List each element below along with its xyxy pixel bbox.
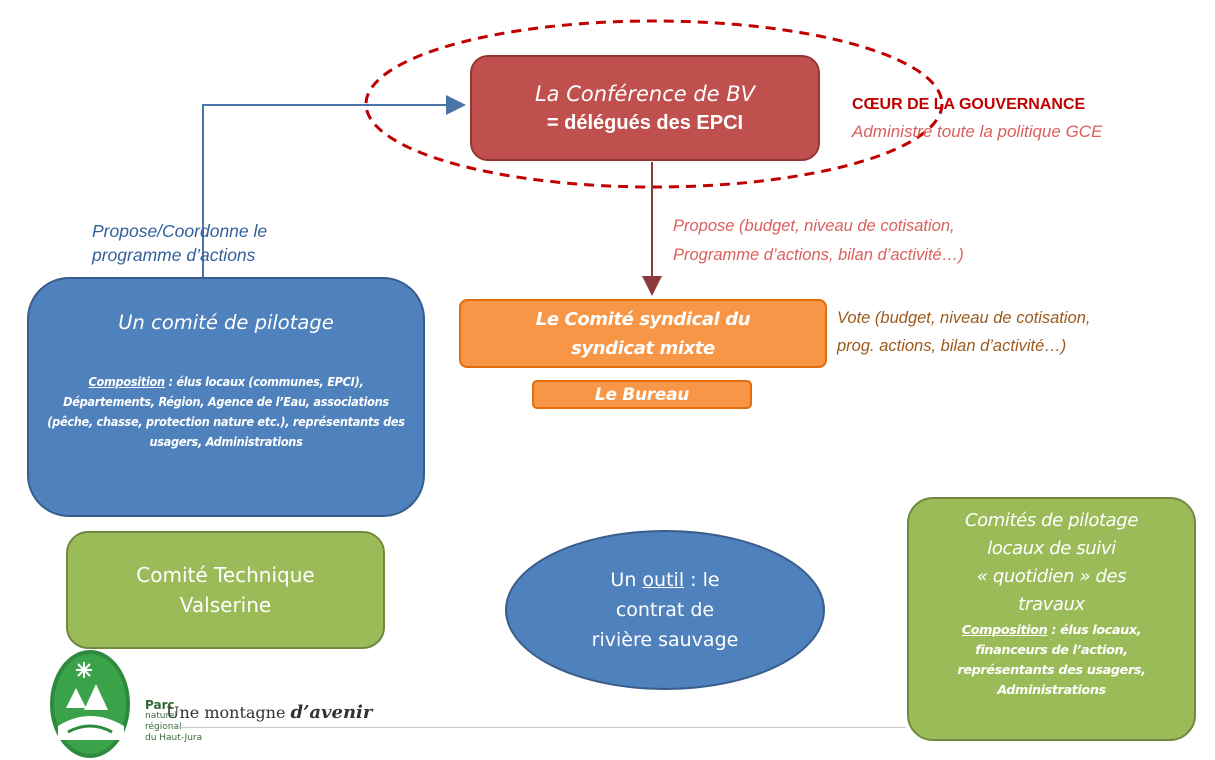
- comite-syndical-line1: Le Comité syndical du: [535, 308, 751, 330]
- comite-technique-line2: Valserine: [179, 593, 272, 617]
- comites-locaux-comp-line2: financeurs de l’action,: [975, 643, 1128, 658]
- tagline: Une montagne d’avenir: [166, 702, 372, 723]
- composition-text: : élus locaux (communes, EPCI), Départem…: [47, 374, 405, 449]
- comites-locaux-comp-line1: Composition : élus locaux,: [957, 621, 1145, 641]
- outil-suffix: : le: [684, 569, 720, 591]
- propose-budget-line1: Propose (budget, niveau de cotisation,: [673, 217, 955, 235]
- propose-budget-label: Propose (budget, niveau de cotisation, P…: [673, 212, 964, 270]
- conference-subtitle: = délégués des EPCI: [546, 111, 744, 134]
- propose-coordonne-line2: programme d’actions: [92, 245, 256, 265]
- comite-technique-line1: Comité Technique: [136, 563, 315, 587]
- parc-naturel-text: Parc naturel régional du Haut-Jura: [145, 698, 203, 744]
- parc-line4: du Haut-Jura: [145, 733, 203, 743]
- conference-title: La Conférence de BV: [534, 81, 756, 106]
- comites-locaux-box: Comités de pilotage locaux de suivi « qu…: [907, 497, 1196, 741]
- outil-line2: contrat de: [615, 599, 715, 621]
- vote-line2: prog. actions, bilan d’activité…): [837, 337, 1067, 355]
- comites-locaux-line1: Comités de pilotage: [965, 510, 1138, 531]
- locaux-composition-rest: : élus locaux,: [1047, 623, 1142, 638]
- coordination-arrow: [202, 95, 466, 277]
- comite-technique-box: Comité Technique Valserine: [66, 531, 385, 649]
- outil-line3: rivière sauvage: [591, 629, 739, 651]
- bureau-label: Le Bureau: [594, 384, 690, 405]
- coeur-gouvernance-title: CŒUR DE LA GOUVERNANCE: [852, 96, 1086, 113]
- comites-locaux-title: Comités de pilotage locaux de suivi « qu…: [965, 507, 1138, 619]
- comite-pilotage-box: Un comité de pilotage Composition : élus…: [27, 277, 425, 517]
- outil-ellipse: Un outil : le contrat de rivière sauvage: [505, 530, 825, 690]
- outil-line1: Un outil : le: [610, 565, 719, 595]
- outil-keyword: outil: [642, 569, 685, 591]
- comites-locaux-line2: locaux de suivi: [987, 538, 1116, 559]
- outil-prefix: Un: [610, 569, 643, 591]
- comite-syndical-box: Le Comité syndical du syndicat mixte: [459, 299, 827, 368]
- vote-label: Vote (budget, niveau de cotisation, prog…: [837, 304, 1090, 360]
- composition-label: Composition: [88, 374, 166, 389]
- comite-syndical-line2: syndicat mixte: [571, 337, 715, 359]
- vote-line1: Vote (budget, niveau de cotisation,: [837, 309, 1091, 327]
- coeur-gouvernance-subtitle: Administre toute la politique GCE: [852, 122, 1103, 141]
- propose-coordonne-label: Propose/Coordonne le programme d’actions: [92, 219, 352, 267]
- tagline-prefix: Une montagne: [166, 703, 291, 722]
- comites-locaux-composition: Composition : élus locaux, financeurs de…: [957, 621, 1146, 701]
- locaux-composition-label: Composition: [961, 623, 1048, 638]
- comites-locaux-comp-line4: Administrations: [997, 683, 1106, 698]
- comites-locaux-line3: « quotidien » des: [976, 566, 1127, 587]
- parc-line3: régional: [145, 722, 182, 732]
- comites-locaux-line4: travaux: [1018, 594, 1085, 615]
- parc-line1: Parc: [145, 698, 175, 712]
- tagline-script: d’avenir: [290, 702, 373, 723]
- parc-naturel-regional-logo: [50, 650, 130, 758]
- propose-budget-line2: Programme d’actions, bilan d’activité…): [673, 246, 964, 264]
- comite-pilotage-title: Un comité de pilotage: [118, 311, 334, 334]
- governance-dashed-ellipse: [364, 19, 944, 189]
- conference-bv-box: La Conférence de BV = délégués des EPCI: [470, 55, 820, 161]
- bureau-box: Le Bureau: [532, 380, 752, 409]
- footer-divider: [166, 727, 906, 728]
- parc-line2: naturel: [145, 711, 177, 721]
- propose-coordonne-line1: Propose/Coordonne le: [92, 221, 268, 241]
- comite-pilotage-composition: Composition : élus locaux (communes, EPC…: [29, 372, 423, 452]
- comites-locaux-comp-line3: représentants des usagers,: [957, 663, 1146, 678]
